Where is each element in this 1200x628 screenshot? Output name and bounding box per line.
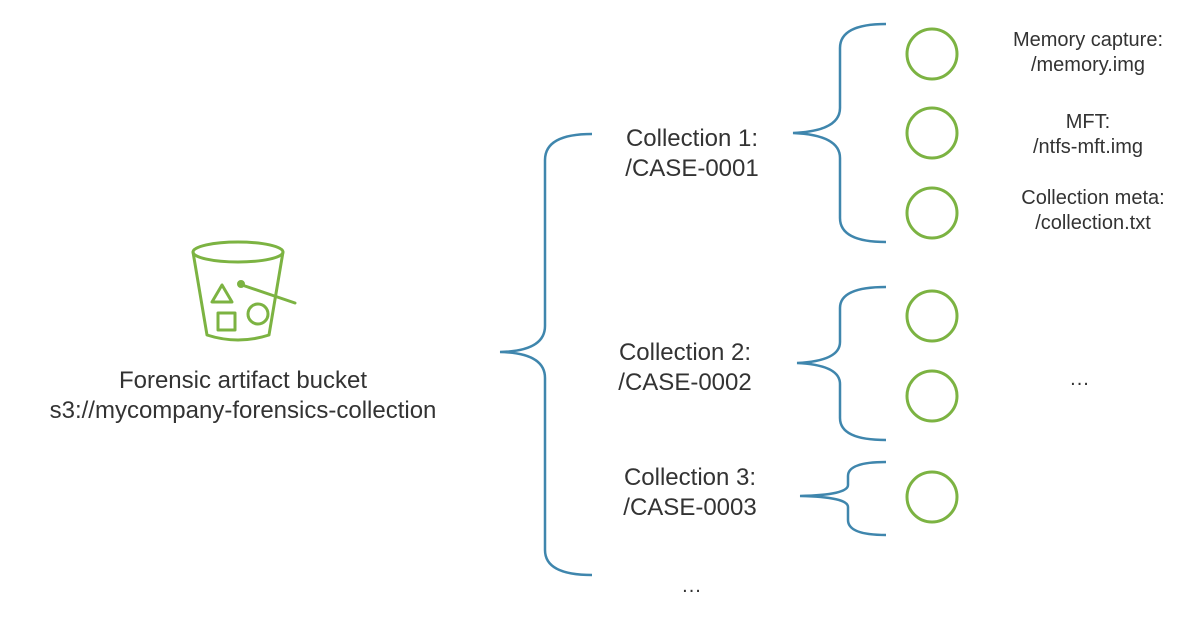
bucket-label: Forensic artifact bucket s3://mycompany-… xyxy=(50,366,437,426)
collection-2-label: Collection 2: /CASE-0002 xyxy=(618,338,751,398)
artifact-node-case-0002-a xyxy=(905,289,959,343)
artifact-node-case-0003 xyxy=(905,470,959,524)
artifact-mft-name: MFT: xyxy=(1065,111,1111,133)
artifact-memory-capture-path: /memory.img xyxy=(1030,54,1146,76)
collection-2-bracket xyxy=(796,285,887,442)
s3-bucket-icon xyxy=(191,240,297,342)
artifact-memory-capture-label: Memory capture: /memory.img xyxy=(1013,28,1163,78)
bucket-uri: s3://mycompany-forensics-collection xyxy=(49,397,437,424)
artifact-collection-meta-label: Collection meta: /collection.txt xyxy=(1021,186,1164,236)
artifact-node-collection-meta xyxy=(905,186,959,240)
bucket-to-collections-bracket xyxy=(499,132,593,577)
collection-3-path: /CASE-0003 xyxy=(623,494,757,521)
artifact-mft-label: MFT: /ntfs-mft.img xyxy=(1033,110,1143,160)
collection-1-name: Collection 1: xyxy=(625,125,759,152)
collection-1-path: /CASE-0001 xyxy=(625,155,759,182)
artifacts-more-ellipsis: ... xyxy=(1070,368,1090,390)
artifact-node-case-0002-b xyxy=(905,369,959,423)
artifact-memory-capture-name: Memory capture: xyxy=(1012,29,1164,51)
bucket-title: Forensic artifact bucket xyxy=(118,367,368,394)
collection-3-name: Collection 3: xyxy=(623,464,757,491)
artifact-node-memory-capture xyxy=(905,27,959,81)
collection-1-label: Collection 1: /CASE-0001 xyxy=(625,124,758,184)
collections-more-ellipsis: ... xyxy=(682,575,702,597)
collection-3-bracket xyxy=(799,460,887,537)
collection-3-label: Collection 3: /CASE-0003 xyxy=(623,463,756,523)
artifact-collection-meta-name: Collection meta: xyxy=(1021,187,1165,209)
artifact-collection-meta-path: /collection.txt xyxy=(1035,212,1151,234)
artifact-node-mft xyxy=(905,106,959,160)
collection-2-path: /CASE-0002 xyxy=(618,369,752,396)
collection-2-name: Collection 2: xyxy=(618,339,752,366)
artifact-mft-path: /ntfs-mft.img xyxy=(1032,136,1144,158)
collection-1-bracket xyxy=(792,22,887,244)
